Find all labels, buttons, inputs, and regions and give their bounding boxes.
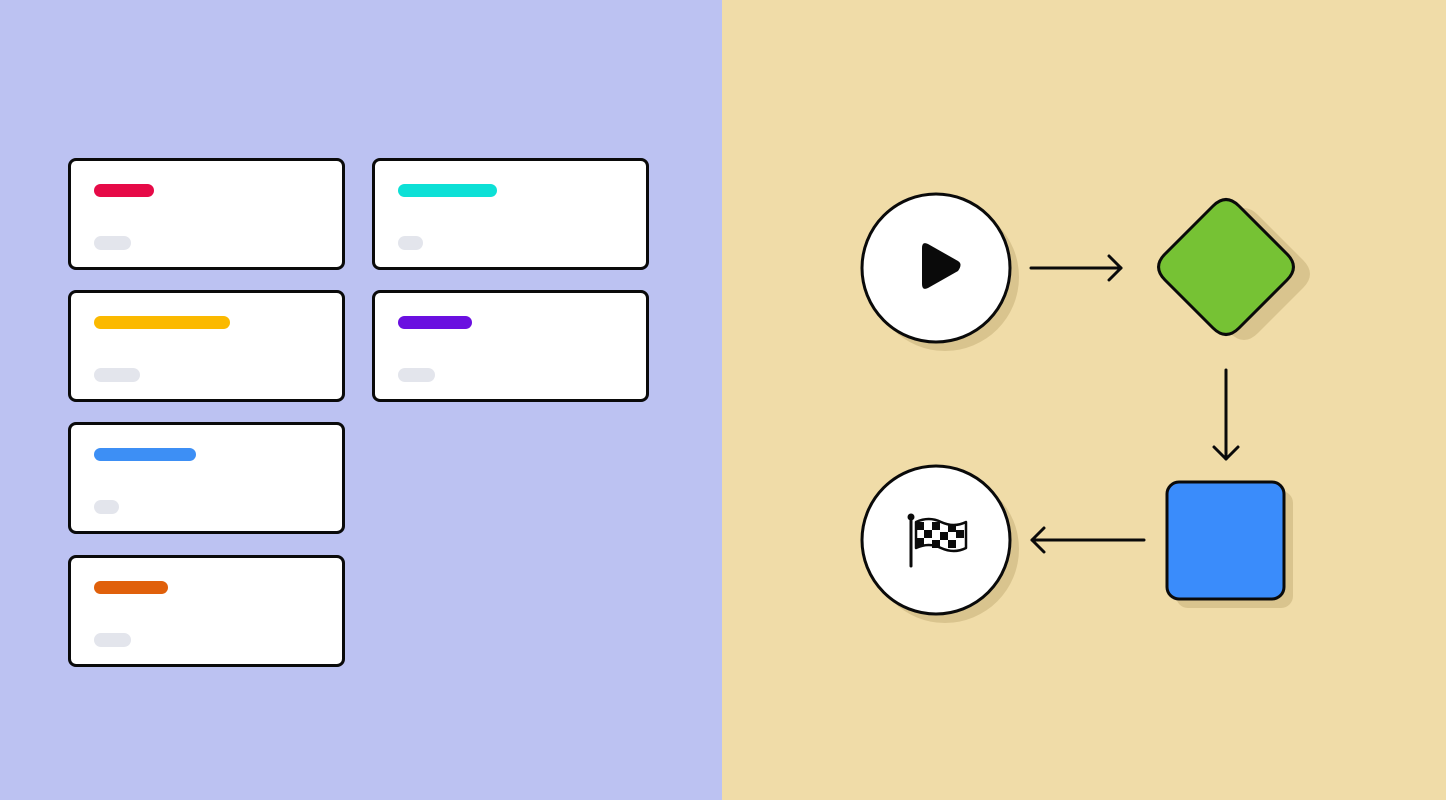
task-card[interactable] <box>372 290 649 402</box>
flow-node-decision[interactable] <box>1157 198 1311 341</box>
task-card[interactable] <box>372 158 649 270</box>
flow-node-process[interactable] <box>1165 480 1293 608</box>
card-meta-placeholder <box>94 500 119 514</box>
card-meta-placeholder <box>94 633 131 647</box>
task-card[interactable] <box>68 422 345 534</box>
task-card[interactable] <box>68 290 345 402</box>
flowchart <box>860 192 1311 623</box>
card-meta-placeholder <box>398 236 423 250</box>
card-title-placeholder <box>94 316 230 329</box>
card-title-placeholder <box>94 448 196 461</box>
flow-node-start[interactable] <box>860 192 1019 351</box>
play-icon <box>922 243 961 289</box>
card-title-placeholder <box>94 184 154 197</box>
task-card[interactable] <box>68 555 345 667</box>
card-meta-placeholder <box>398 368 435 382</box>
flowchart-panel <box>722 0 1446 800</box>
arrow-decision-to-process <box>1212 368 1240 461</box>
card-meta-placeholder <box>94 368 140 382</box>
arrow-process-to-finish <box>1030 526 1146 554</box>
checkered-flag-icon <box>907 513 968 568</box>
task-board-panel <box>0 0 722 800</box>
card-title-placeholder <box>94 581 168 594</box>
card-title-placeholder <box>398 316 472 329</box>
decision-diamond <box>1157 198 1295 336</box>
card-meta-placeholder <box>94 236 131 250</box>
arrow-start-to-decision <box>1029 254 1123 282</box>
flow-node-finish[interactable] <box>860 464 1019 623</box>
process-square <box>1165 480 1286 601</box>
card-title-placeholder <box>398 184 497 197</box>
task-card[interactable] <box>68 158 345 270</box>
